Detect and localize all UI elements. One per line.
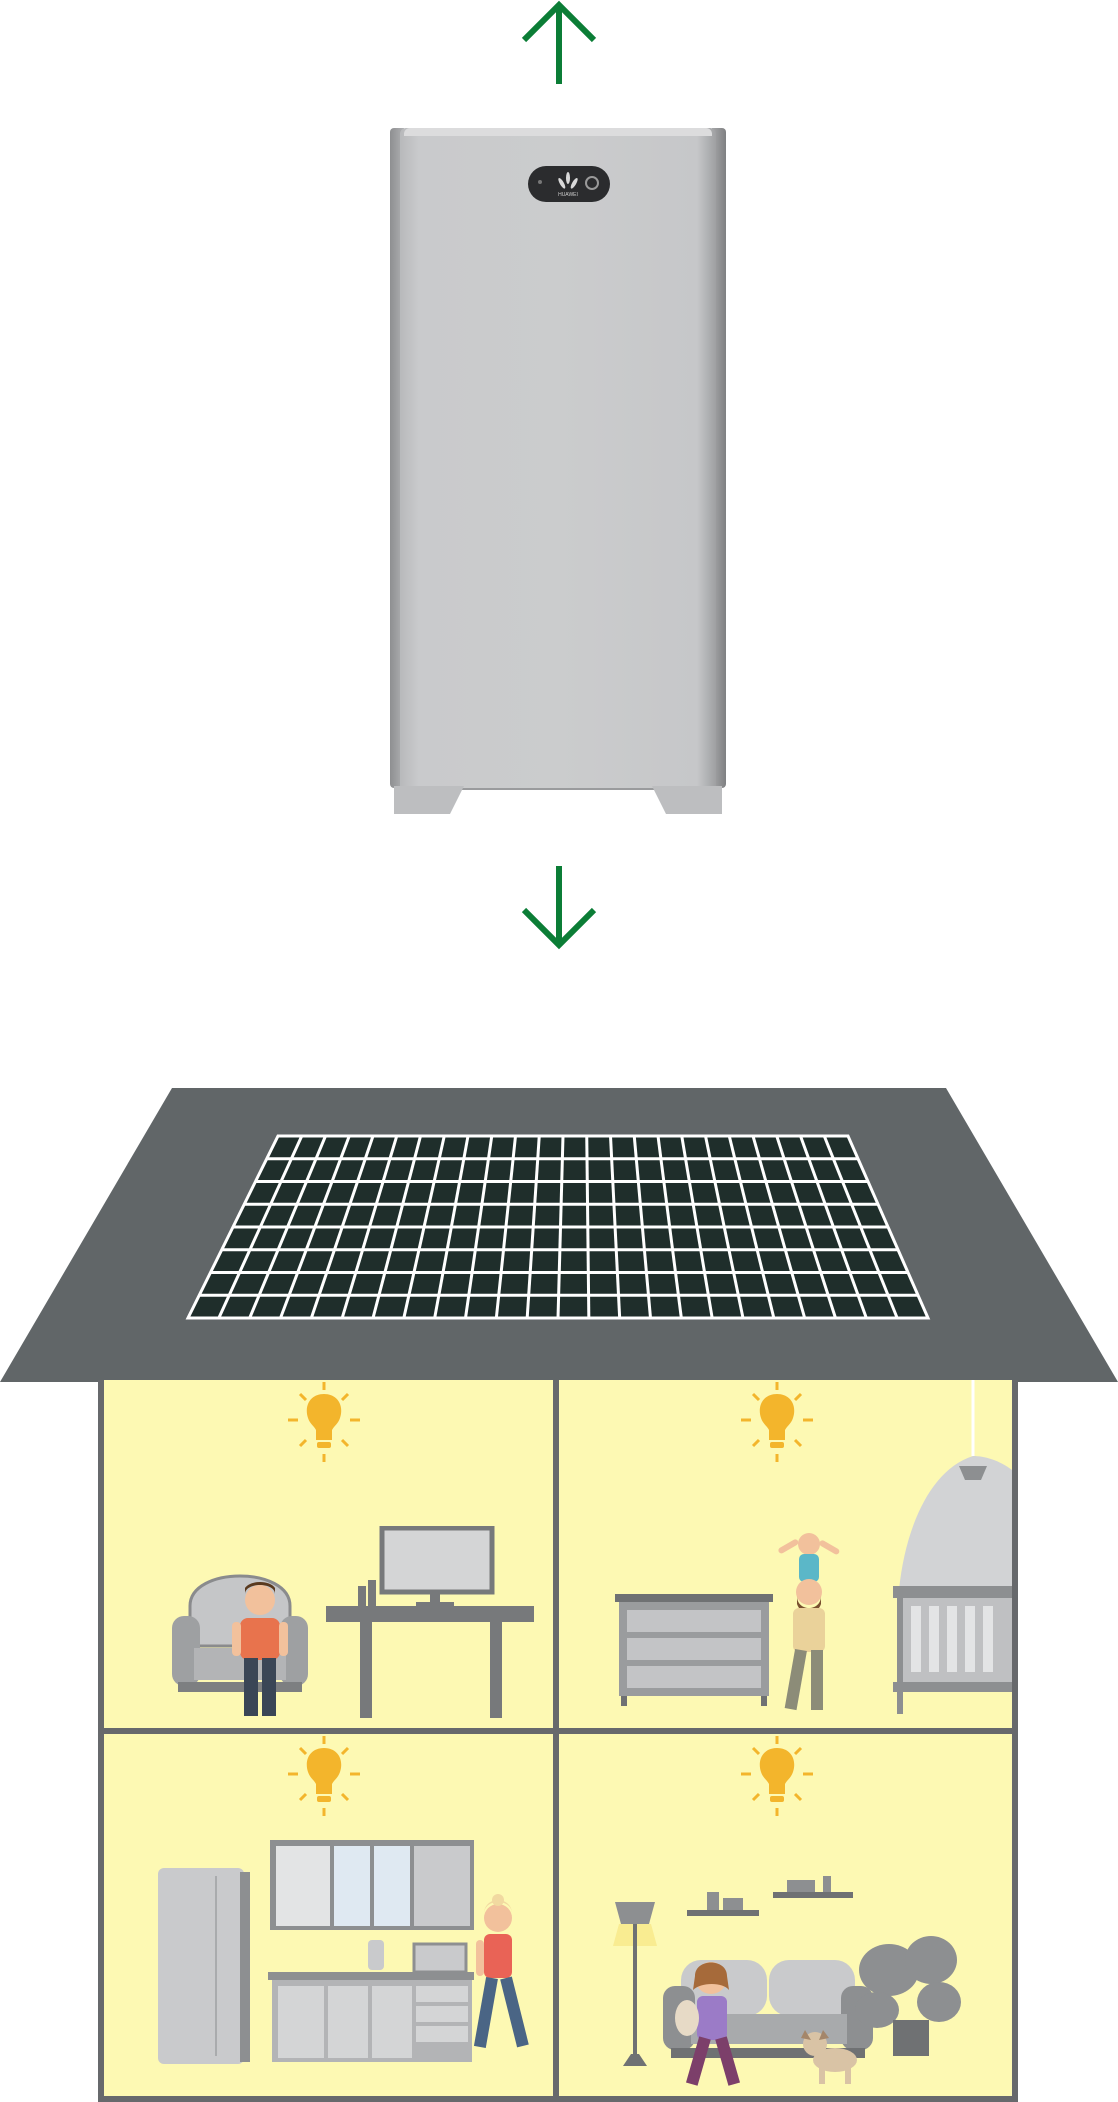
dresser-icon (615, 1594, 773, 1706)
person-man-icon (232, 1582, 288, 1716)
girl-with-toy-icon (675, 1962, 740, 2086)
arrow-up-icon (521, 0, 597, 84)
house-roof (0, 1088, 1118, 1382)
battery-storage-unit: HUAWEI (390, 124, 726, 814)
huawei-logo-icon: HUAWEI (538, 172, 599, 198)
baby-crib-icon (893, 1380, 1012, 1714)
wall-middle (553, 1380, 559, 2102)
room-living (104, 1380, 553, 1728)
battery-module-1 (400, 244, 716, 428)
light-bulb-icon (741, 1382, 813, 1462)
refrigerator-icon (158, 1868, 250, 2064)
room-lounge (559, 1734, 1012, 2096)
floor-divider (98, 1728, 1018, 1734)
light-bulb-icon (288, 1382, 360, 1462)
solar-panel (185, 1134, 931, 1320)
light-bulb-icon (741, 1736, 813, 1816)
house-interior (98, 1380, 1018, 2102)
battery-module-2 (400, 426, 716, 610)
wall-right (1012, 1380, 1018, 2102)
light-bulb-icon (288, 1736, 360, 1816)
wall-bottom (98, 2096, 1018, 2102)
battery-module-3 (400, 608, 716, 790)
kitchen-cabinets-icon (268, 1840, 474, 2062)
dog-icon (801, 2030, 857, 2084)
battery-display-panel: HUAWEI (528, 166, 610, 202)
svg-text:HUAWEI: HUAWEI (558, 192, 578, 198)
battery-foot-right (652, 786, 722, 814)
father-with-child-icon (778, 1533, 840, 1711)
battery-top-cap (404, 128, 712, 136)
room-kitchen (104, 1734, 553, 2096)
wall-left (98, 1380, 104, 2102)
battery-control-module: HUAWEI (400, 128, 716, 246)
person-woman-icon (473, 1894, 529, 2048)
room-nursery (559, 1380, 1012, 1728)
arrow-down-icon (521, 866, 597, 950)
wall-shelves-icon (687, 1876, 853, 1916)
desk-with-monitor-icon (326, 1526, 534, 1718)
battery-foot-left (394, 786, 464, 814)
floor-lamp-icon (613, 1902, 657, 2066)
potted-plant-icon (855, 1936, 961, 2056)
